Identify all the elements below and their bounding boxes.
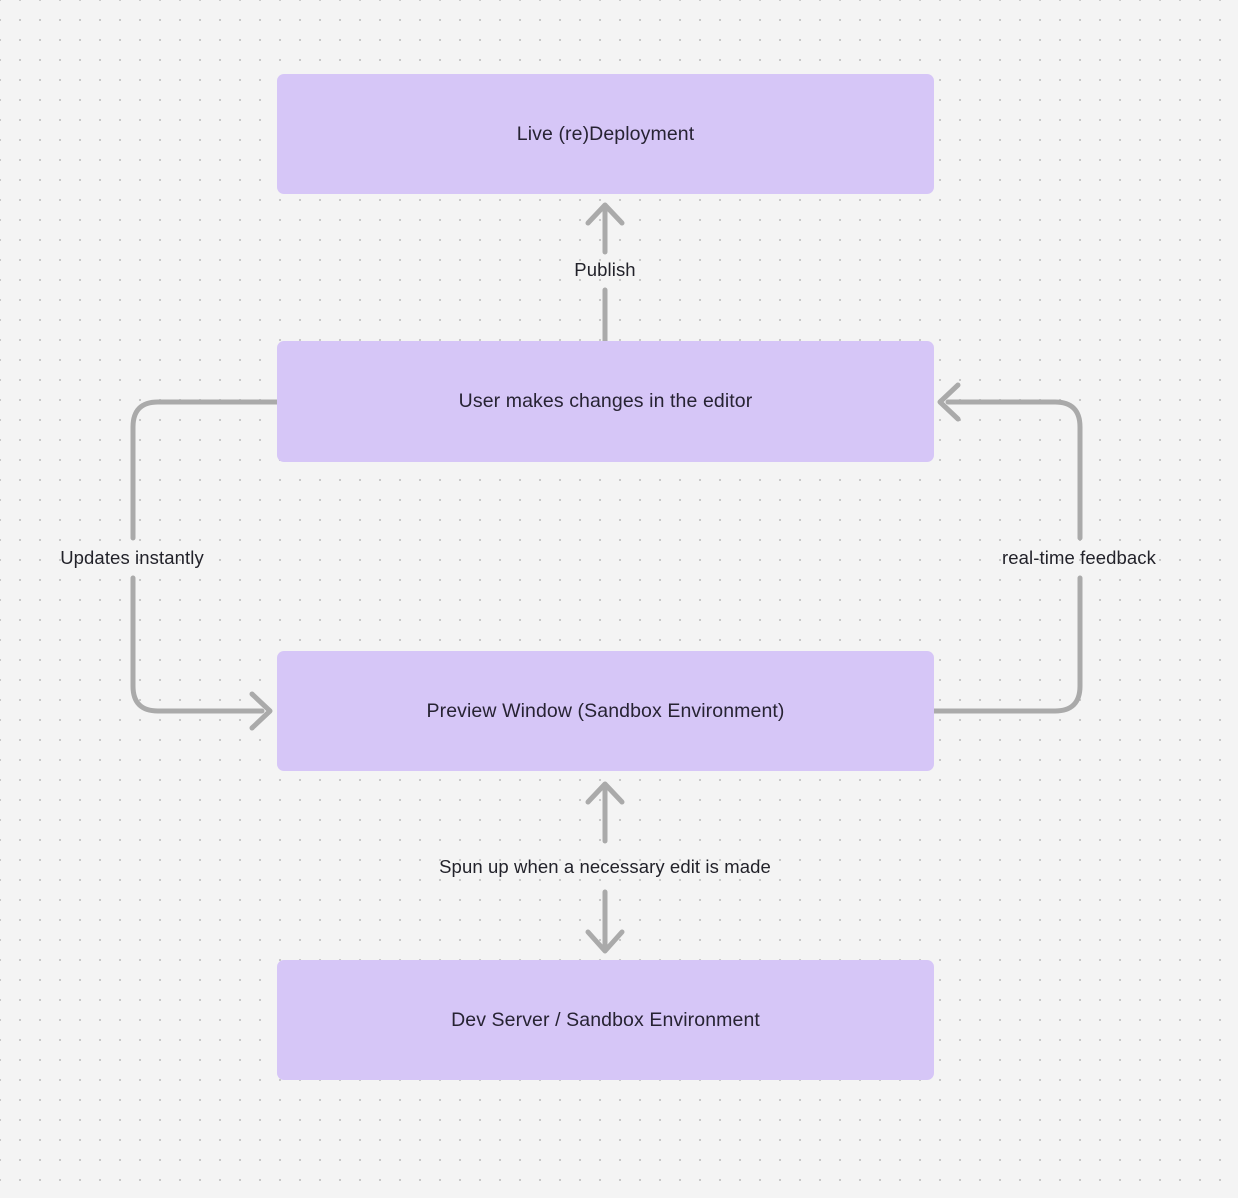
- node-user-changes-label: User makes changes in the editor: [458, 390, 753, 413]
- edge-feedback-upper-segment: [945, 399, 1083, 541]
- node-dev-server[interactable]: Dev Server / Sandbox Environment: [277, 960, 934, 1080]
- node-dev-server-label: Dev Server / Sandbox Environment: [451, 1008, 760, 1031]
- node-preview-window[interactable]: Preview Window (Sandbox Environment): [277, 651, 934, 771]
- edge-feedback-lower-segment: [931, 575, 1083, 714]
- edge-label-spun-up: Spun up when a necessary edit is made: [439, 856, 771, 877]
- arrow-left-icon: [937, 382, 961, 422]
- arrow-down-icon: [585, 929, 625, 954]
- arrow-up-icon: [585, 781, 625, 805]
- node-user-changes[interactable]: User makes changes in the editor: [277, 341, 934, 462]
- edge-updates-upper-segment: [130, 399, 280, 541]
- edge-label-publish: Publish: [574, 259, 636, 280]
- arrow-right-icon: [249, 691, 273, 731]
- node-preview-window-label: Preview Window (Sandbox Environment): [426, 699, 785, 722]
- node-live-deployment-label: Live (re)Deployment: [516, 122, 695, 145]
- edge-label-updates-instantly: Updates instantly: [60, 547, 204, 568]
- arrow-up-icon: [585, 202, 625, 226]
- edge-updates-lower-segment: [130, 575, 265, 714]
- node-live-deployment[interactable]: Live (re)Deployment: [277, 74, 934, 194]
- edge-label-real-time-feedback: real-time feedback: [1002, 547, 1156, 568]
